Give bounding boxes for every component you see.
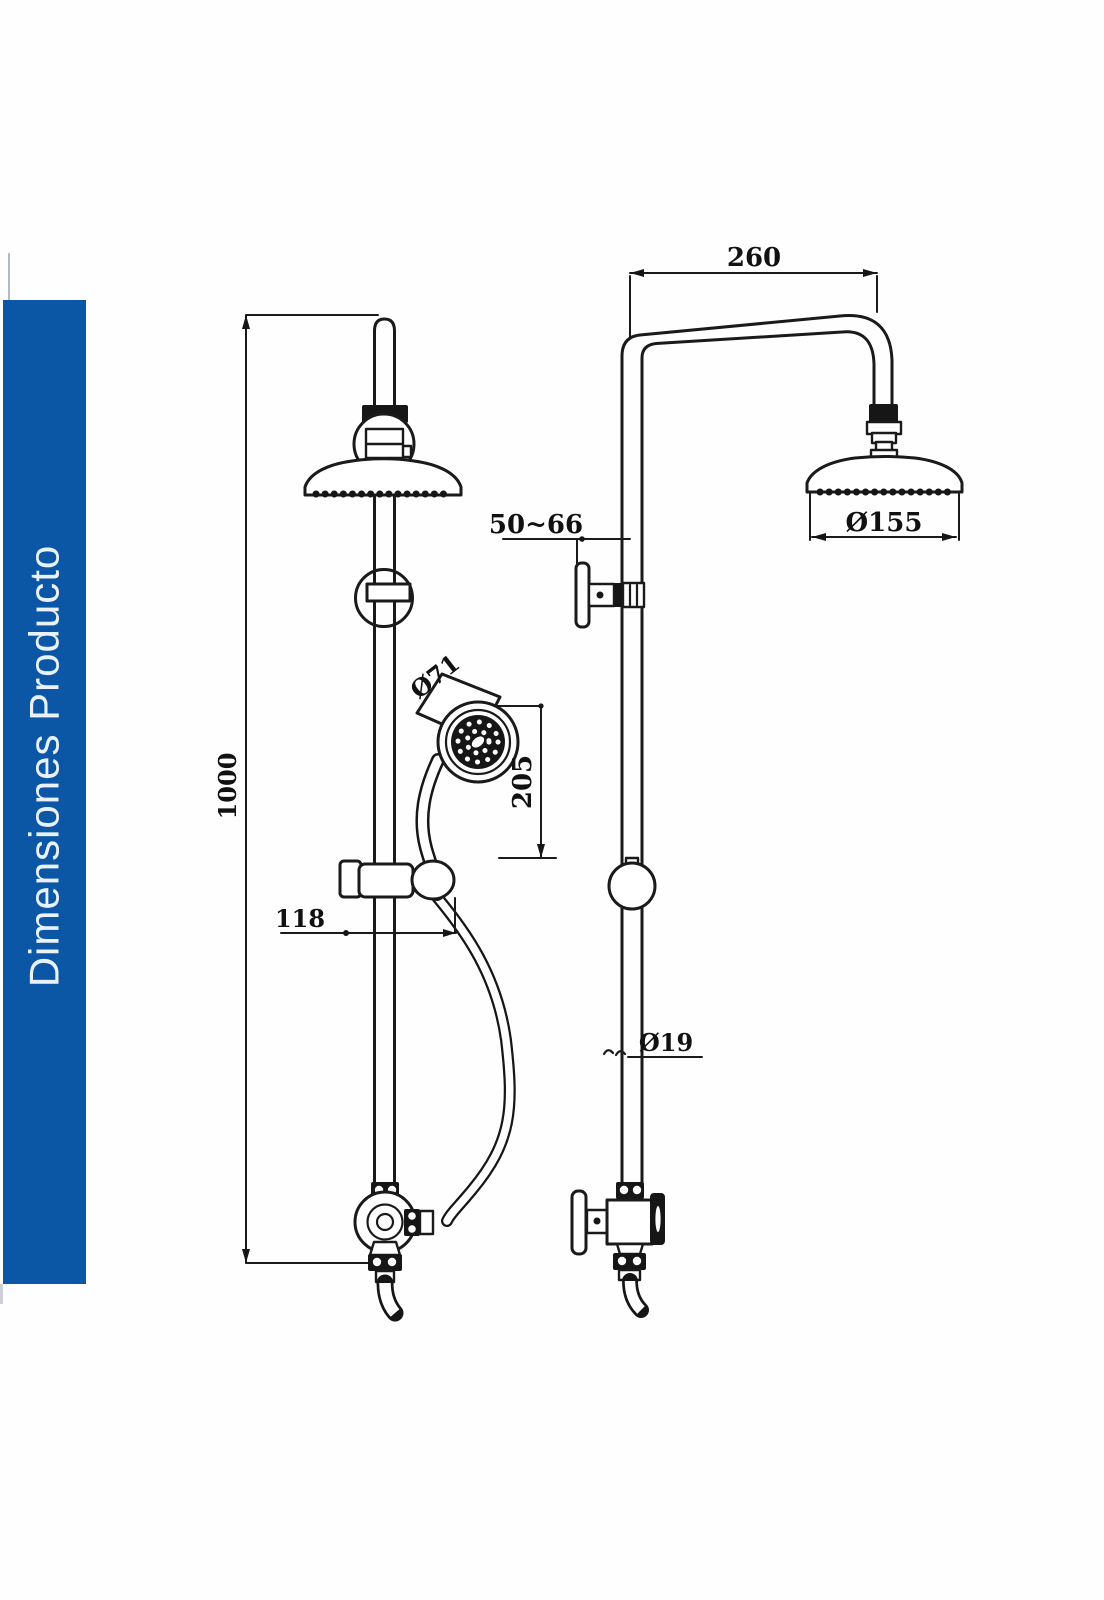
diverter-valve-side (570, 1182, 665, 1318)
arrow-down-icon (242, 1249, 250, 1263)
slider-knob-side (607, 856, 657, 911)
nut-dot (617, 1256, 627, 1266)
dim-lines (502, 538, 631, 565)
dim-hand-length-label: 205 (508, 755, 538, 809)
page-edge-stub (0, 1284, 3, 1304)
arrow-right-icon (443, 929, 456, 937)
page-edge-line (8, 253, 10, 300)
break-squiggle (602, 1049, 627, 1057)
dim-pipe-diameter-label: Ø19 (639, 1028, 693, 1057)
arm-outer (620, 314, 894, 1185)
holder-ring (410, 859, 456, 901)
dim-dot (579, 536, 585, 542)
diverter-valve-front (353, 1182, 435, 1322)
dim-lines (809, 493, 960, 541)
knob-circle (607, 861, 657, 911)
dim-column-height: 1000 (213, 314, 379, 1264)
riser-pipe (373, 317, 396, 1185)
face-ring (444, 708, 512, 776)
dim-arm-reach: 260 (629, 243, 878, 339)
valve-body (605, 1198, 654, 1246)
nut-dot (372, 1257, 382, 1267)
round-wall-bracket (354, 568, 414, 628)
dim-head-diameter: Ø155 (809, 493, 960, 541)
dim-lines (245, 314, 379, 1264)
hose-stub-fill (379, 1282, 400, 1317)
nut-dot (408, 1225, 416, 1233)
dim-bracket-offset-label: 118 (275, 904, 325, 933)
arrow-up-icon (242, 315, 250, 329)
nozzle-center (471, 736, 485, 748)
nozzle-ring-outer (455, 719, 501, 765)
nozzle-ring-inner (464, 728, 492, 756)
head-dome (805, 455, 964, 494)
screw-dot (596, 591, 604, 599)
hose-stub-fill (624, 1280, 645, 1314)
valve-center (375, 1212, 395, 1232)
side-shower-head (805, 404, 964, 496)
arrow-left-icon (812, 533, 826, 541)
nut-dot (387, 1257, 397, 1267)
dim-pipe-diameter: Ø19 (602, 1028, 703, 1058)
nut-dot (619, 1185, 629, 1195)
slider-holder (338, 859, 456, 901)
arrow-left-icon (630, 269, 644, 277)
wall-flange (570, 1189, 588, 1256)
side-nut (404, 1209, 420, 1236)
nut-dot (632, 1185, 642, 1195)
dim-arm-reach-label: 260 (727, 243, 781, 273)
dim-wall-distance: 50~66 (489, 510, 631, 565)
front-view: 1000 (213, 314, 557, 1322)
nut-dot (632, 1256, 642, 1266)
head-cone (303, 457, 463, 497)
knob-highlight (655, 1206, 661, 1232)
side-view: 260 Ø155 (489, 243, 964, 1318)
hand-shower-hose (431, 891, 516, 1227)
arrow-down-icon (537, 844, 545, 858)
dim-lines (496, 705, 557, 859)
holder-body (357, 862, 415, 899)
dim-dot (538, 703, 544, 709)
dim-hand-shower-length: 205 (496, 703, 557, 859)
sidebar-band: Dimensiones Producto (3, 300, 86, 1284)
screw-dot (593, 1217, 601, 1225)
hose-fill (433, 893, 514, 1225)
hand-shower-head: Ø71 (404, 648, 520, 784)
dim-lines (280, 897, 457, 934)
clamp-body (621, 581, 646, 609)
clamp-dark (614, 583, 623, 607)
wall-bracket-side (574, 561, 646, 629)
nut-dot (408, 1212, 416, 1220)
bracket-ring (354, 568, 414, 628)
bottom-adapter (615, 1242, 645, 1256)
valve-mid (366, 1203, 404, 1241)
clamp-hatch (628, 583, 639, 607)
arrow-right-icon (942, 533, 956, 541)
side-stub (418, 1209, 435, 1236)
bracket-clamp (365, 582, 412, 603)
dim-dot (343, 930, 349, 936)
collar (869, 404, 898, 423)
bottom-adapter (368, 1240, 402, 1257)
arm-inner (640, 330, 876, 1185)
dim-wall-distance-label: 50~66 (489, 510, 583, 540)
dim-lines (629, 272, 878, 339)
dim-head-diameter-label: Ø155 (846, 508, 923, 538)
arrow-right-icon (863, 269, 877, 277)
wall-plate (574, 561, 591, 629)
dim-bracket-offset: 118 (275, 897, 457, 937)
front-shower-head (303, 405, 463, 498)
ball-joint-fitting (364, 427, 413, 460)
dim-column-height-label: 1000 (213, 753, 242, 820)
